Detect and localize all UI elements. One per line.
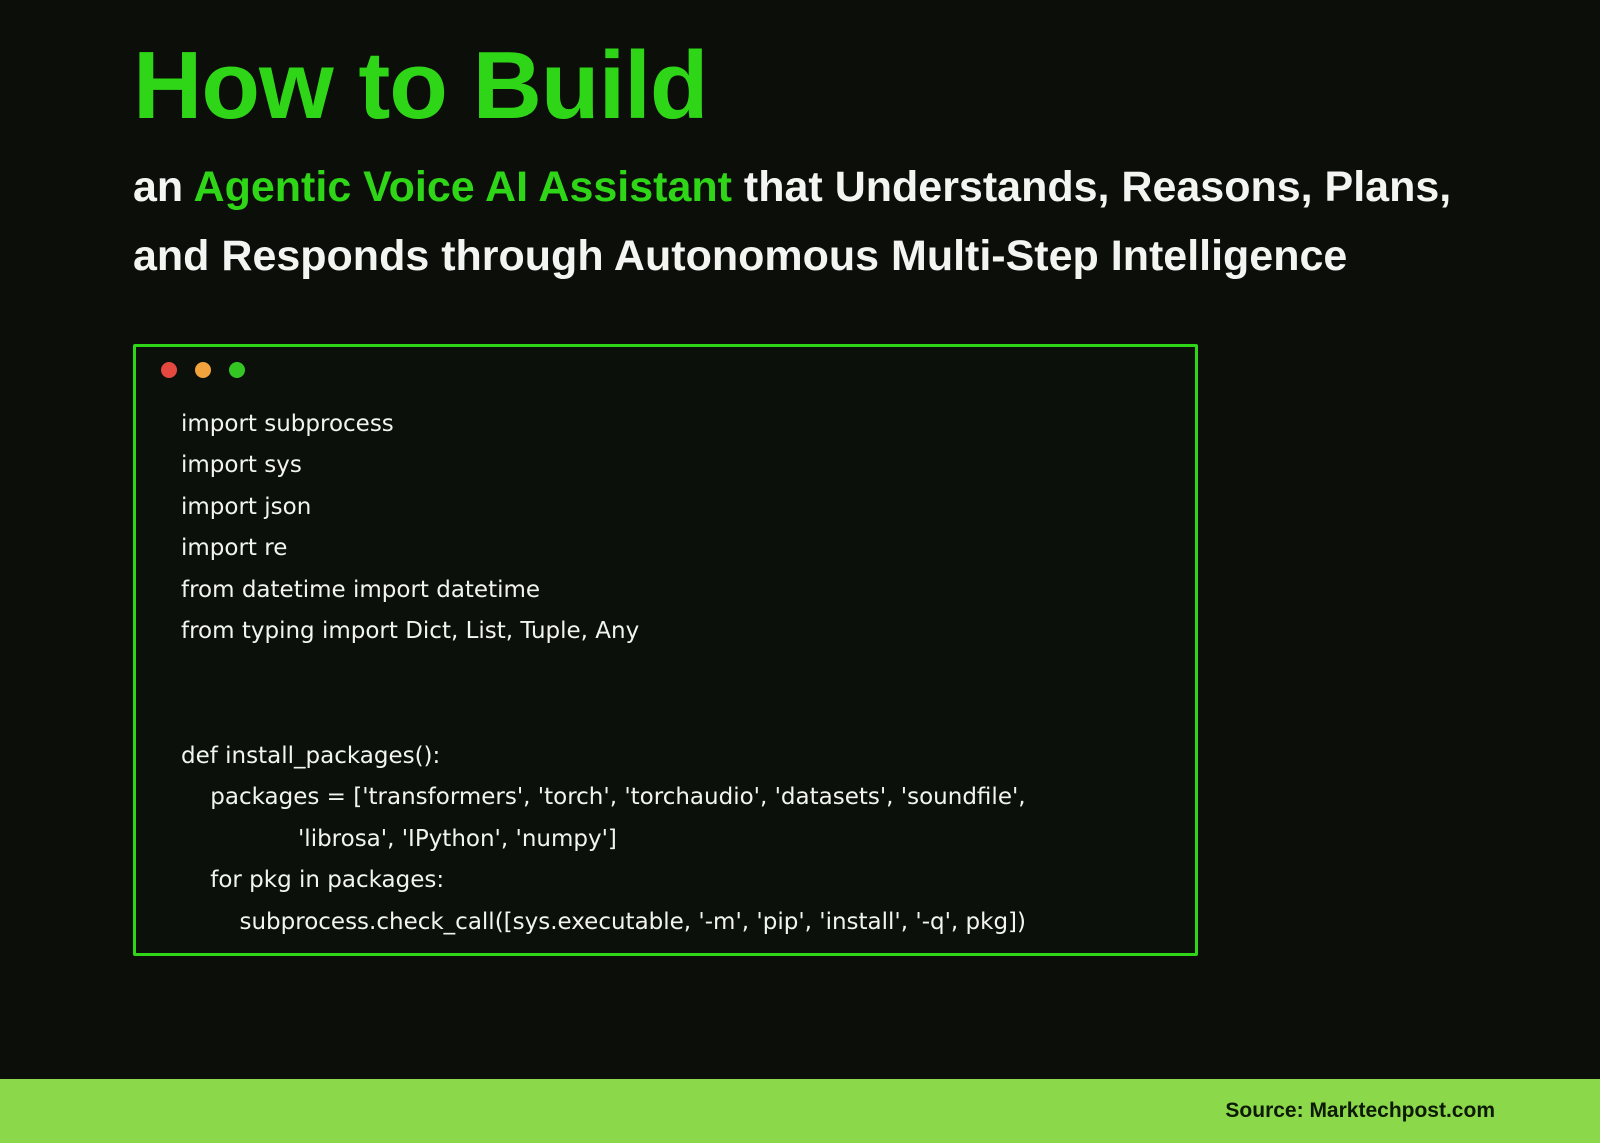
- code-line: import json: [181, 493, 312, 520]
- code-line: [181, 694, 1185, 736]
- minimize-button[interactable]: [195, 361, 211, 378]
- code-block: import subprocess import sys import json…: [136, 378, 1195, 944]
- code-line: packages = ['transformers', 'torch', 'to…: [181, 784, 1026, 811]
- subtitle-suffix: that Understands, Reasons, Plans, and Re…: [133, 162, 1452, 280]
- code-line: def install_packages():: [181, 742, 441, 769]
- footer-bar: Source: Marktechpost.com: [0, 1079, 1600, 1143]
- subtitle-prefix: an: [133, 162, 194, 211]
- code-line: import sys: [181, 452, 302, 479]
- code-line: for pkg in packages:: [181, 867, 445, 894]
- subtitle-highlight: Agentic Voice AI Assistant: [193, 162, 732, 211]
- code-line: 'librosa', 'IPython', 'numpy']: [181, 825, 617, 852]
- main-content: How to Build an Agentic Voice AI Assista…: [133, 32, 1513, 956]
- close-button[interactable]: [161, 361, 177, 378]
- page-subtitle: an Agentic Voice AI Assistant that Under…: [133, 153, 1513, 291]
- code-line: import re: [181, 535, 288, 562]
- window-controls: [136, 347, 1195, 378]
- code-line: from typing import Dict, List, Tuple, An…: [181, 618, 640, 645]
- code-window: import subprocess import sys import json…: [133, 343, 1198, 956]
- code-line: import subprocess: [181, 410, 394, 437]
- maximize-button[interactable]: [229, 361, 245, 378]
- code-line: from datetime import datetime: [181, 576, 541, 603]
- code-line: subprocess.check_call([sys.executable, '…: [181, 908, 1027, 935]
- source-credit: Source: Marktechpost.com: [1225, 1099, 1495, 1122]
- code-line: [181, 653, 1185, 695]
- page-title: How to Build: [133, 32, 709, 139]
